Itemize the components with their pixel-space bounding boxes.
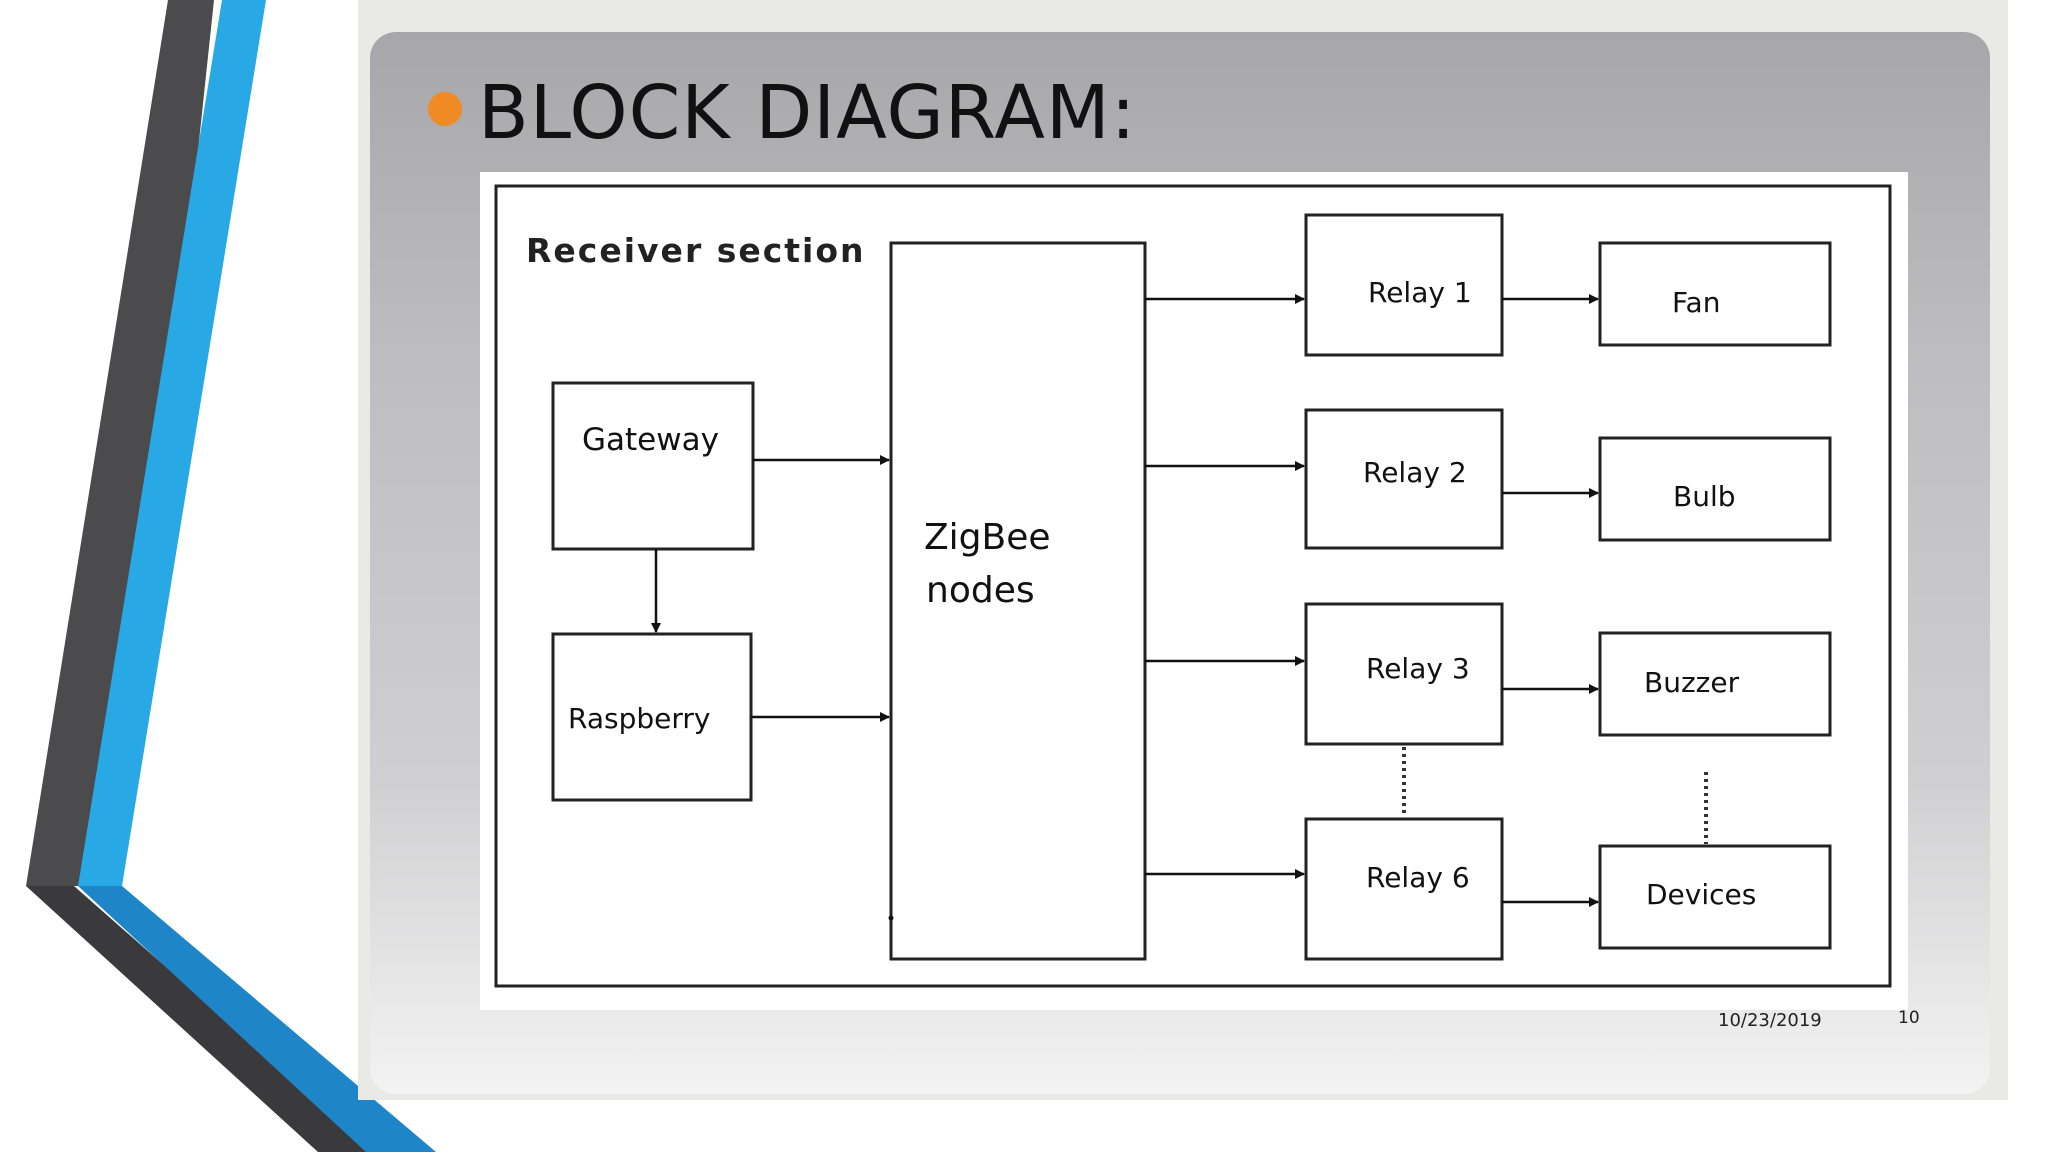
bulb-block — [1598, 436, 1832, 542]
block-diagram: Receiver section Gateway Raspberry ZigBe… — [480, 172, 1908, 1010]
zigbee-label-line1: ZigBee — [924, 517, 1051, 558]
gateway-block — [551, 381, 755, 551]
marker-dot — [888, 915, 894, 921]
devices-label: Devices — [1646, 878, 1756, 911]
bulb-label: Bulb — [1673, 480, 1736, 513]
gateway-label: Gateway — [582, 422, 719, 458]
buzzer-label: Buzzer — [1644, 666, 1740, 699]
slide-page-number: 10 — [1898, 1008, 1920, 1028]
title-bullet — [428, 92, 462, 126]
dark-stripe-lower — [26, 886, 376, 1152]
blue-stripe-upper — [78, 0, 266, 886]
raspberry-label: Raspberry — [568, 702, 710, 735]
relay-1-label: Relay 1 — [1368, 276, 1472, 309]
dark-stripe-upper — [26, 0, 214, 886]
blue-stripe-lower — [78, 886, 436, 1152]
block-diagram-canvas: Receiver section Gateway Raspberry ZigBe… — [494, 184, 1892, 988]
zigbee-label-line2: nodes — [926, 570, 1035, 611]
raspberry-block — [551, 632, 753, 802]
relay-3-label: Relay 3 — [1366, 652, 1470, 685]
slide-title: BLOCK DIAGRAM: — [478, 70, 1137, 156]
relay-6-label: Relay 6 — [1366, 861, 1470, 894]
diagram-border — [494, 184, 1892, 988]
fan-block — [1598, 241, 1832, 347]
relay-6-block — [1304, 817, 1504, 961]
fan-label: Fan — [1672, 286, 1720, 319]
section-label: Receiver section — [526, 231, 866, 270]
relay-3-block — [1304, 602, 1504, 746]
zigbee-nodes-block — [889, 241, 1147, 961]
slide-date: 10/23/2019 — [1718, 1010, 1822, 1031]
buzzer-block — [1598, 631, 1832, 737]
devices-block — [1598, 844, 1832, 950]
relay-2-block — [1304, 408, 1504, 550]
relay-2-label: Relay 2 — [1363, 456, 1467, 489]
relay-1-block — [1304, 213, 1504, 357]
